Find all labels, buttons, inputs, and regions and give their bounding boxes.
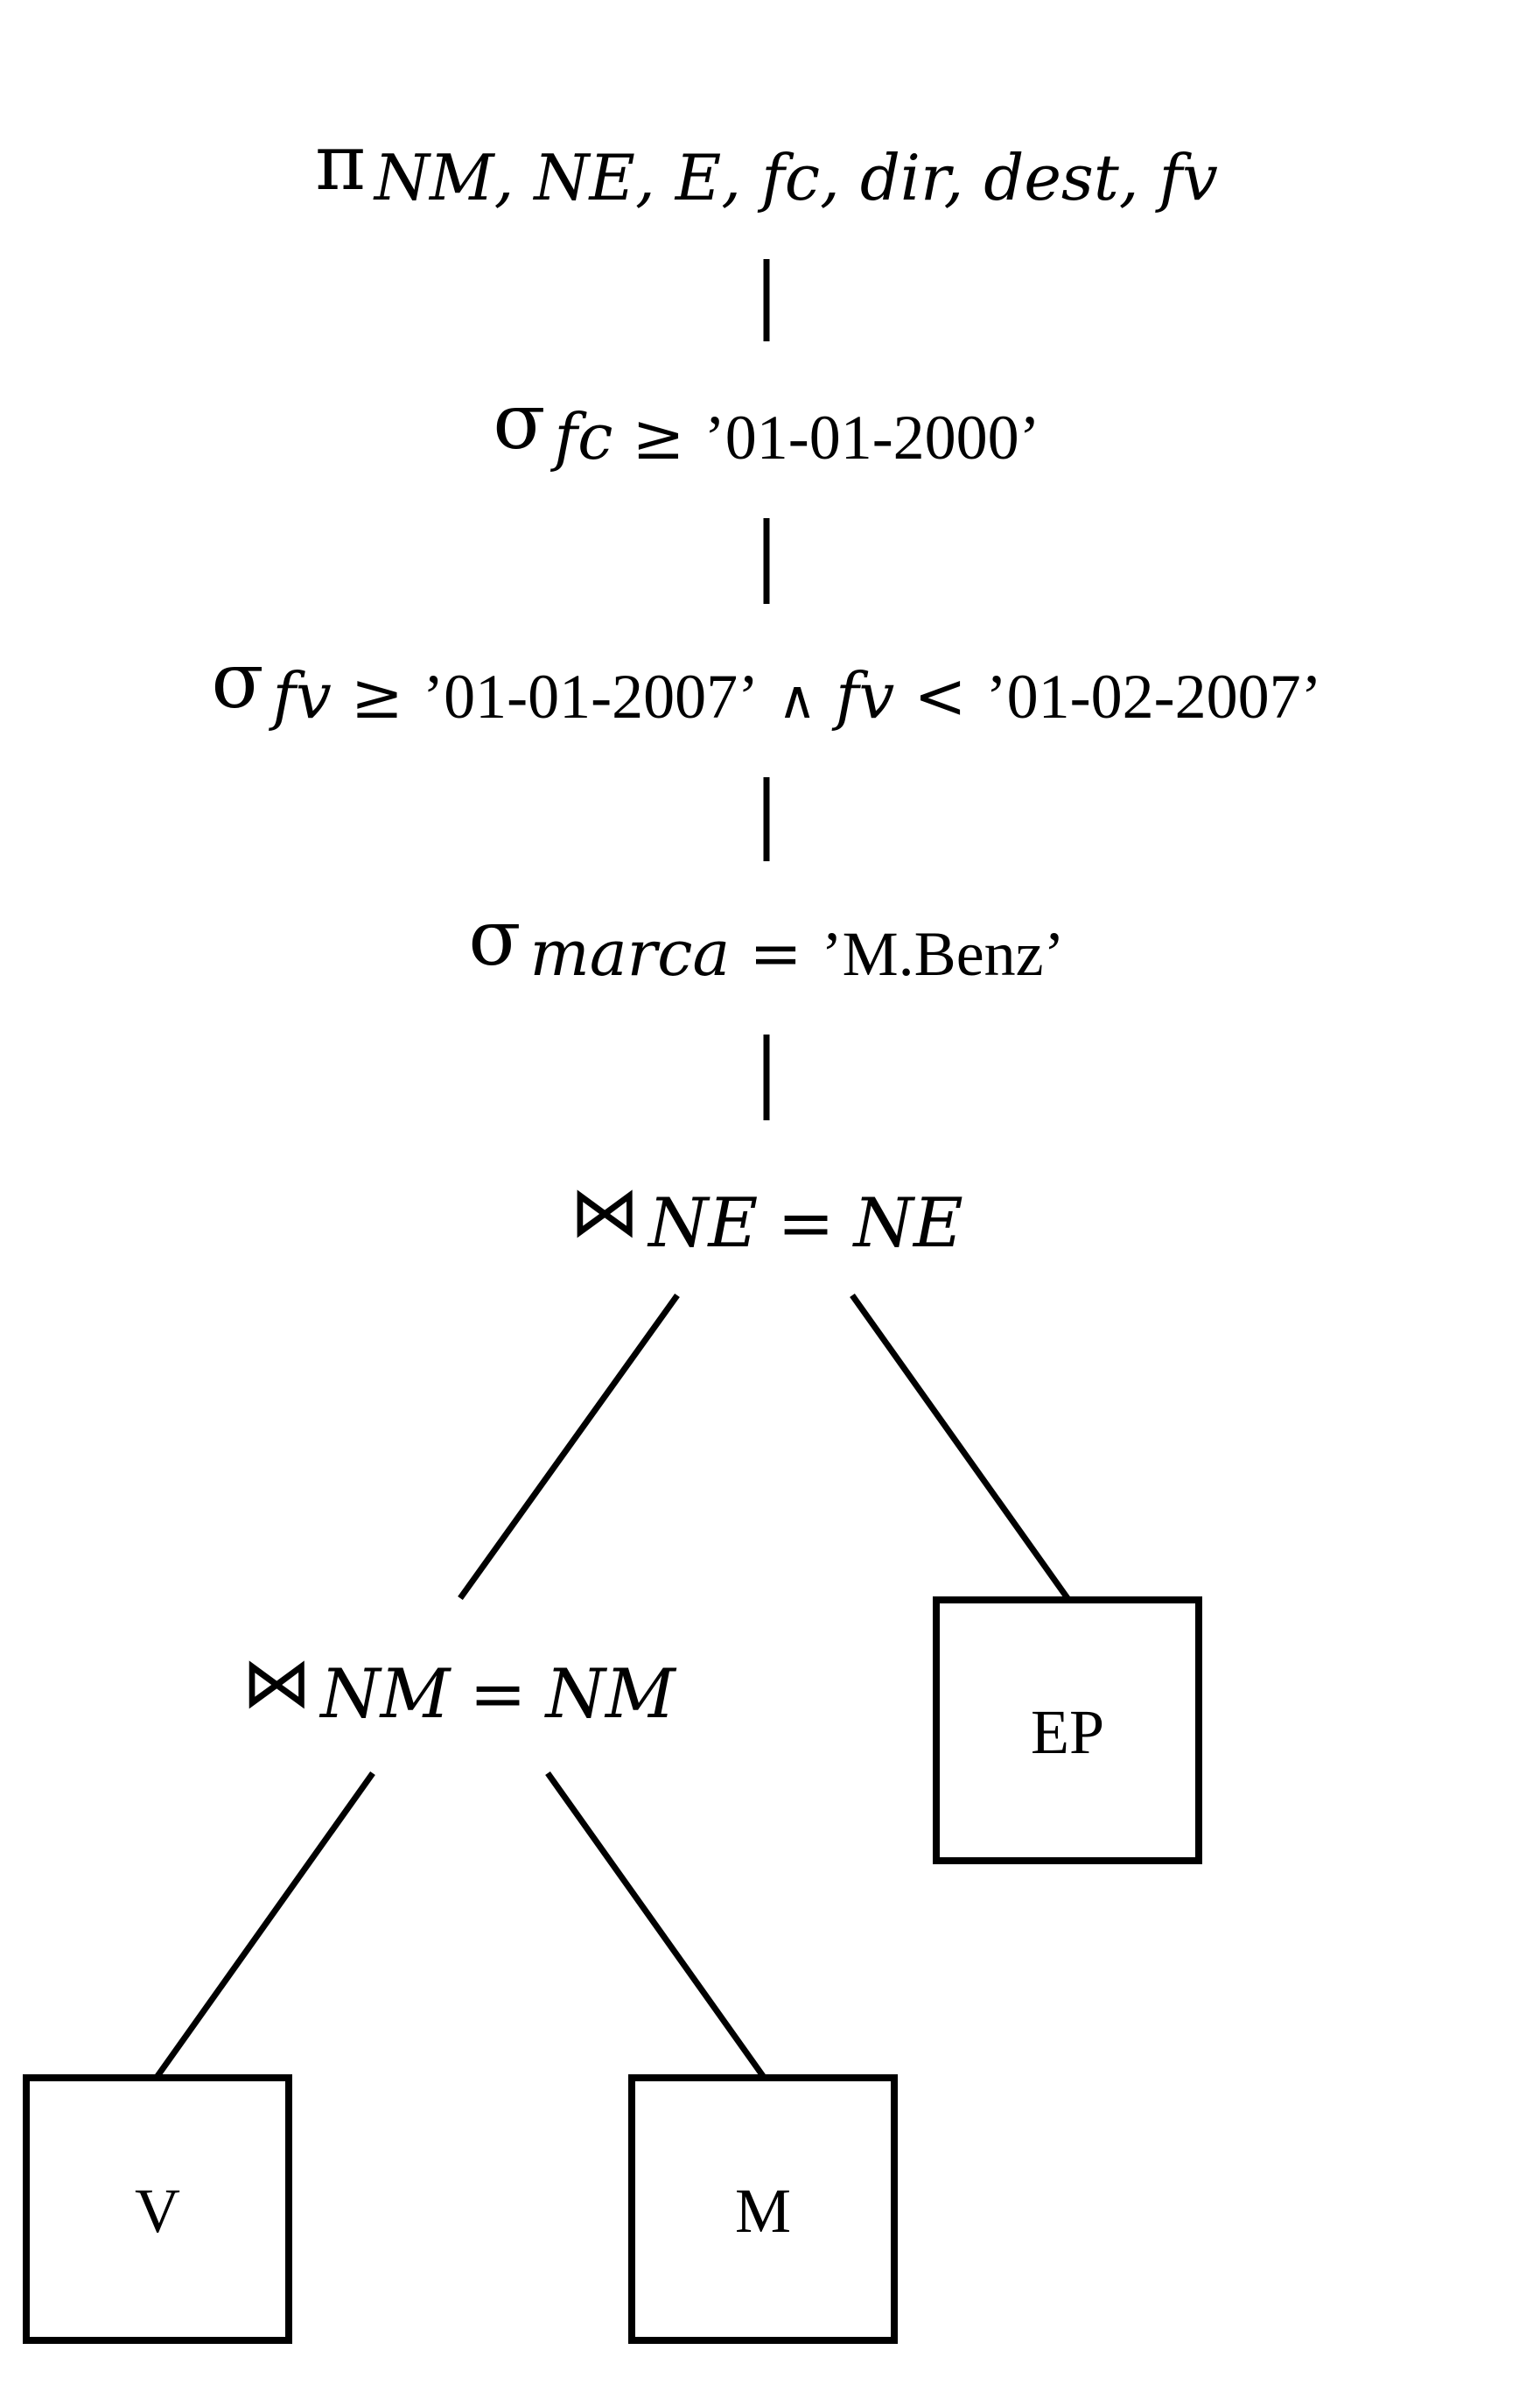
join-ne-right: NE [852,1184,963,1263]
relation-v-box [23,2074,292,2344]
relation-v-label: V [135,2176,180,2246]
selection-marca-attribute: marca [529,916,730,990]
selection-fv-value-1: ’01-01-2007’ [423,662,759,732]
selection-fv-conjunction: ∧ [778,670,816,731]
join-nm-node: ⋈ NM = NM [242,1642,677,1734]
edge-join-ne-ep [850,1293,1070,1601]
selection-fv-comparator-1: ≥ [351,659,403,733]
selection-fv-operator: σ [211,635,263,726]
selection-fv-node: σ fv ≥ ’01-01-2007’ ∧ fv < ’01-02-2007’ [211,635,1321,733]
projection-node: π NM, NE, E, fc, dir, dest, fv [315,117,1218,214]
relation-m-box [628,2074,898,2344]
join-nm-comparator: = [469,1655,526,1734]
selection-marca-node: σ marca = ’M.Benz’ [468,893,1064,990]
edge-join-ne-join-nm [458,1293,680,1601]
selection-fc-attribute: fc [550,400,612,473]
edge-join-nm-m [545,1771,766,2079]
join-nm-right: NM [544,1655,677,1734]
selection-marca-value: ’M.Benz’ [822,919,1065,989]
selection-fc-operator: σ [493,376,545,466]
selection-fv-attribute: fv [269,659,332,733]
selection-fv-comparator-2: < [914,659,966,733]
join-ne-operator: ⋈ [570,1171,640,1252]
join-ne-left: NE [647,1184,758,1263]
selection-fc-value: ’01-01-2000’ [704,403,1040,473]
selection-fv-value-2: ’01-02-2007’ [986,662,1322,732]
edge-join-nm-v [155,1771,375,2079]
join-nm-left: NM [318,1655,452,1734]
selection-marca-comparator: = [749,916,802,990]
projection-operator: π [315,117,366,207]
relation-ep: EP [933,1596,1202,1864]
join-ne-comparator: = [777,1184,834,1263]
relation-m-label: M [735,2176,791,2246]
relation-m: M [628,2074,898,2344]
selection-marca-operator: σ [468,893,521,983]
selection-fc-comparator: ≥ [632,400,684,473]
selection-fv-attribute-2: fv [831,659,894,733]
relation-ep-box [933,1596,1202,1864]
projection-attributes: NM, NE, E, fc, dir, dest, fv [373,141,1218,214]
relation-v: V [23,2074,292,2344]
selection-fc-node: σ fc ≥ ’01-01-2000’ [493,376,1040,473]
relation-ep-label: EP [1031,1697,1104,1767]
join-ne-node: ⋈ NE = NE [570,1171,963,1263]
join-nm-operator: ⋈ [242,1642,312,1723]
